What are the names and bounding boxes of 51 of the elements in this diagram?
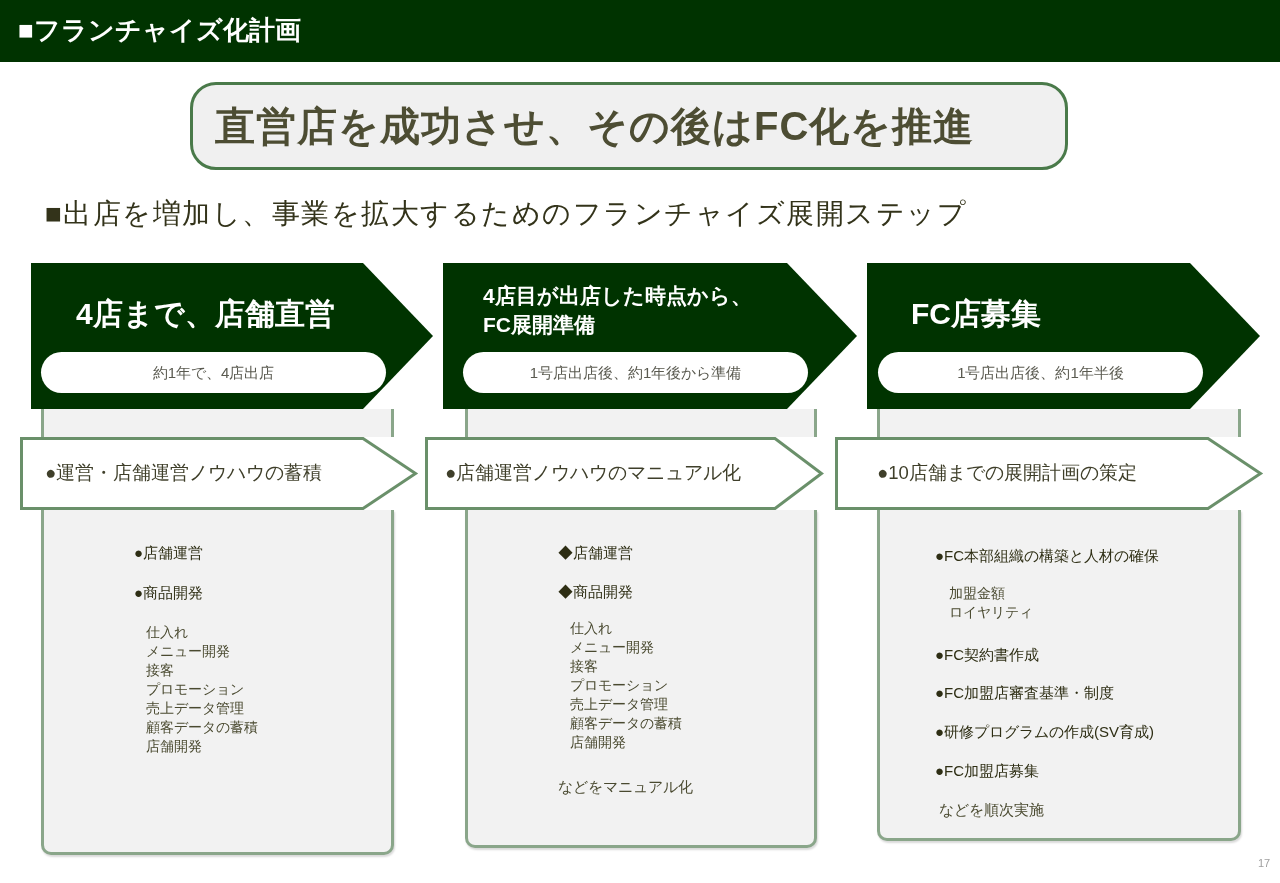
list-item: 仕入れ: [570, 619, 612, 638]
step-panel: [465, 510, 817, 848]
headline-box: [190, 82, 1068, 170]
bullet-item: ◆店舗運営: [558, 543, 633, 563]
list-item: プロモーション: [570, 676, 668, 695]
list-item: 売上データ管理: [570, 695, 668, 714]
list-item: 接客: [146, 661, 174, 680]
list-item: 仕入れ: [146, 623, 188, 642]
bullet-item: ●店舗運営: [134, 543, 204, 563]
header-band: [0, 0, 1280, 62]
list-item: 売上データ管理: [146, 699, 244, 718]
goal-text: ●運営・店舗運営ノウハウの蓄積: [45, 461, 323, 485]
period-pill: [41, 352, 386, 393]
period-text: 1号店出店後、約1年後から準備: [529, 362, 742, 383]
list-item: 接客: [570, 657, 598, 676]
list-item: ロイヤリティ: [949, 603, 1033, 622]
section-heading: ■出店を増加し、事業を拡大するためのフランチャイズ展開ステップ: [45, 197, 968, 231]
goal-text: ●10店舗までの展開計画の策定: [877, 461, 1137, 485]
list-item: プロモーション: [146, 680, 244, 699]
page-number: 17: [1258, 856, 1271, 871]
list-item: 店舗開発: [146, 737, 202, 756]
step-panel: [41, 510, 394, 855]
step-arrow: [867, 263, 1260, 409]
period-text: 約1年で、4店出店: [152, 362, 275, 383]
goal-text: ●店舗運営ノウハウのマニュアル化: [445, 461, 742, 485]
period-pill: [878, 352, 1203, 393]
header-title: ■フランチャイズ化計画: [18, 14, 301, 48]
list-item: 顧客データの蓄積: [146, 718, 258, 737]
step-heading: 4店目が出店した時点から、FC展開準備: [483, 283, 753, 339]
step-heading: 4店まで、店舗直営: [76, 296, 335, 332]
step-arrow: [443, 263, 857, 409]
bullet-item: ●研修プログラムの作成(SV育成): [935, 722, 1155, 742]
list-item: メニュー開発: [146, 642, 230, 661]
list-item: メニュー開発: [570, 638, 654, 657]
step-arrow: [31, 263, 433, 409]
bullet-item: ●FC加盟店募集: [935, 761, 1040, 781]
period-pill: [463, 352, 808, 393]
period-text: 1号店出店後、約1年半後: [957, 362, 1124, 383]
step-heading: FC店募集: [911, 296, 1041, 332]
list-item: 加盟金額: [949, 584, 1005, 603]
headline-text: 直営店を成功させ、その後はFC化を推進: [215, 103, 975, 150]
note-text: などをマニュアル化: [558, 777, 693, 797]
list-item: 顧客データの蓄積: [570, 714, 682, 733]
bullet-item: ●商品開発: [134, 583, 204, 603]
list-item: 店舗開発: [570, 733, 626, 752]
bullet-item: ●FC加盟店審査基準・制度: [935, 683, 1115, 703]
bullet-item: ●FC本部組織の構築と人材の確保: [935, 546, 1160, 566]
step-panel: [877, 510, 1241, 841]
bullet-item: ●FC契約書作成: [935, 645, 1040, 665]
bullet-item: ◆商品開発: [558, 582, 633, 602]
note-text: などを順次実施: [939, 800, 1044, 820]
